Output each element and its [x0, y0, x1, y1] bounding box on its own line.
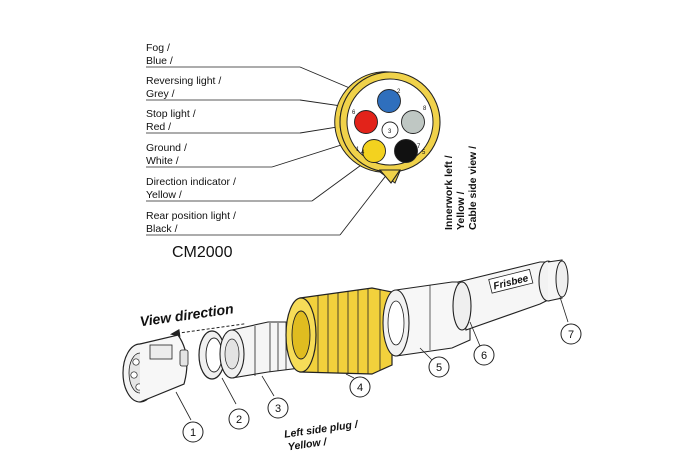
pin-number-7: 7 — [417, 144, 421, 150]
side-note: Innerwork left / Yellow / Cable side vie… — [443, 146, 479, 230]
ground-pin — [381, 121, 399, 139]
pin-number-5: 5 — [422, 150, 426, 156]
reversing-label: Reversing light / — [146, 75, 221, 87]
model-title: CM2000 — [172, 244, 233, 261]
stop-color-label: Red / — [146, 121, 171, 133]
part-6-housing: Frisbee — [452, 261, 549, 331]
callout-5: 5 — [436, 362, 442, 374]
callout-7: 7 — [568, 329, 574, 341]
side-note-line3: Cable side view / — [467, 146, 479, 230]
callout-3: 3 — [275, 403, 281, 415]
rear-color-label: Black / — [146, 223, 178, 235]
part-2-seal-ring — [198, 330, 226, 380]
stop-label: Stop light / — [146, 108, 196, 120]
side-note-line1: Innerwork left / — [443, 155, 455, 230]
callout-4: 4 — [357, 382, 363, 394]
callout-1: 1 — [190, 427, 196, 439]
pin-number-8: 8 — [423, 106, 427, 112]
pin-number-4: 4 — [361, 150, 365, 156]
connector-face: 2 8 6 3 1 4 7 5 — [334, 71, 441, 184]
fog-color-label: Blue / — [146, 55, 173, 67]
direction-label: Direction indicator / — [146, 176, 236, 188]
fog-label: Fog / — [146, 42, 170, 54]
view-direction-label: View direction — [139, 300, 235, 329]
callout-6: 6 — [481, 350, 487, 362]
rear-pin — [394, 139, 418, 163]
pin-number-6: 6 — [352, 110, 356, 116]
plug-note-line2: Yellow / — [287, 436, 328, 453]
rear-label: Rear position light / — [146, 210, 236, 222]
part-5-sleeve — [382, 281, 471, 357]
part-4-yellow-nut — [285, 287, 393, 375]
pin-number-3: 3 — [388, 129, 392, 135]
stop-pin — [354, 110, 378, 134]
part-7-cable-grip — [538, 259, 569, 302]
ground-label: Ground / — [146, 142, 187, 154]
side-note-line2: Yellow / — [455, 191, 467, 230]
reversing-pin — [401, 110, 425, 134]
plug-note: Left side plug / Yellow / — [283, 418, 359, 453]
pin-number-2: 2 — [397, 89, 401, 95]
reversing-color-label: Grey / — [146, 88, 175, 100]
part-3-contact-carrier — [219, 321, 301, 379]
ground-color-label: White / — [146, 155, 179, 167]
part-callouts: 1 2 3 4 5 6 7 — [175, 296, 582, 443]
direction-color-label: Yellow / — [146, 189, 182, 201]
part-1-plug — [122, 334, 189, 403]
pin-number-1: 1 — [356, 147, 360, 153]
connector-key — [378, 169, 402, 184]
fog-pin — [377, 89, 401, 113]
direction-pin — [362, 139, 386, 163]
callout-2: 2 — [236, 414, 242, 426]
